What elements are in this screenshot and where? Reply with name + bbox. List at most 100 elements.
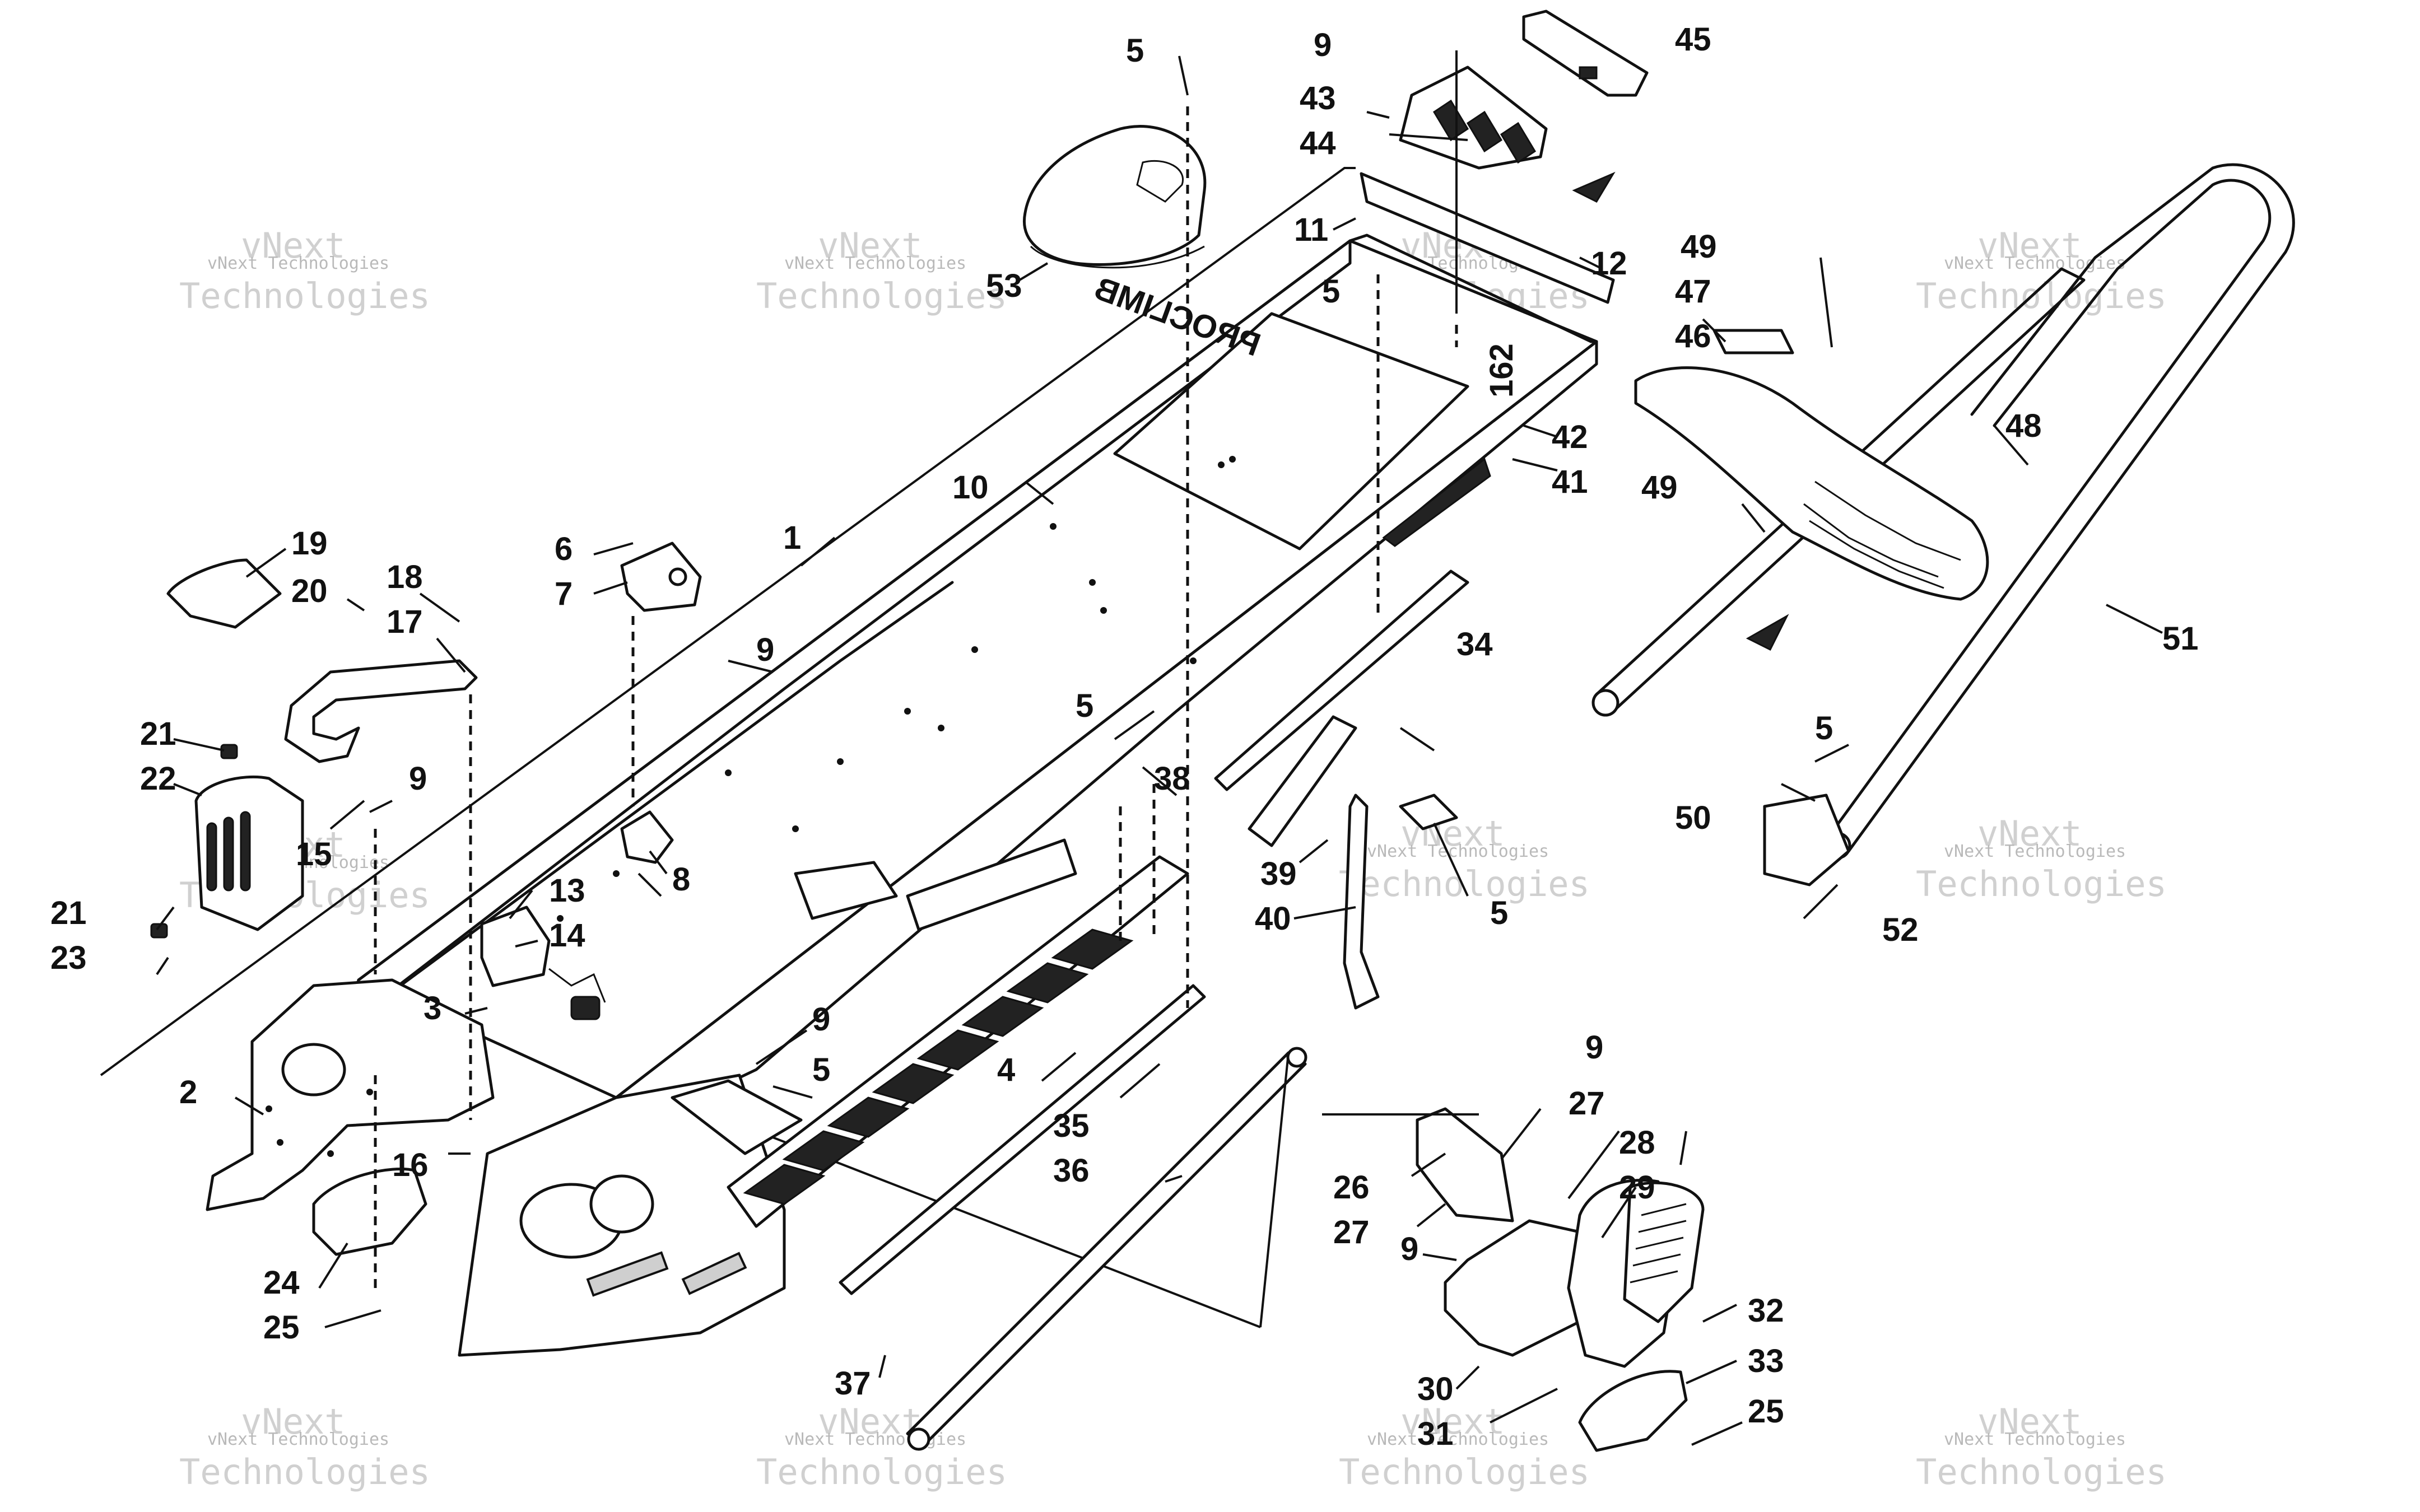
callout-9: 9 bbox=[1400, 1231, 1418, 1267]
watermark: vNext vNext Technologies Technologies bbox=[179, 1401, 430, 1492]
shield-22-vents bbox=[206, 811, 251, 892]
callout-48: 48 bbox=[2005, 408, 2042, 444]
svg-text:vNext: vNext bbox=[1977, 813, 2082, 854]
callout-9: 9 bbox=[1585, 1029, 1603, 1066]
chassis-cutout-small bbox=[589, 1174, 654, 1234]
strap-40 bbox=[1343, 794, 1380, 1010]
callout-35: 35 bbox=[1053, 1108, 1090, 1144]
callout-24: 24 bbox=[263, 1264, 300, 1301]
svg-text:Technologies: Technologies bbox=[1916, 864, 2167, 904]
svg-text:Technologies: Technologies bbox=[179, 276, 430, 316]
panel-30 bbox=[1444, 1219, 1581, 1357]
callout-31: 31 bbox=[1417, 1416, 1454, 1452]
callout-45: 45 bbox=[1675, 21, 1711, 58]
tray-24 bbox=[312, 1168, 427, 1256]
tunnel-rivets bbox=[557, 456, 1236, 922]
panel-26 bbox=[1416, 1107, 1514, 1222]
bracket-5-right bbox=[1399, 794, 1458, 830]
svg-text:vNext Technologies: vNext Technologies bbox=[1944, 842, 2126, 861]
callout-3: 3 bbox=[424, 990, 441, 1026]
side-rail-36 bbox=[906, 1051, 1307, 1446]
seat-pad-patch bbox=[1136, 160, 1184, 203]
decal-47 bbox=[1712, 329, 1794, 354]
side-rail-35 bbox=[839, 984, 1206, 1295]
running-board-treads bbox=[743, 928, 1134, 1205]
bumper-tube-outer bbox=[1825, 179, 2272, 842]
callout-16: 16 bbox=[392, 1147, 429, 1183]
callout-46: 46 bbox=[1675, 318, 1711, 354]
svg-text:Technologies: Technologies bbox=[756, 1452, 1007, 1492]
tunnel-stripe-decal bbox=[1382, 458, 1491, 547]
watermark: vNext vNext Technologies Technologies bbox=[1339, 813, 1590, 904]
svg-text:vNext Technologies: vNext Technologies bbox=[207, 254, 389, 273]
running-board bbox=[727, 855, 1189, 1228]
callout-36: 36 bbox=[1053, 1152, 1090, 1189]
callout-26: 26 bbox=[1333, 1169, 1370, 1206]
svg-text:vNext: vNext bbox=[1977, 1401, 2082, 1442]
svg-text:Technologies: Technologies bbox=[1339, 1452, 1590, 1492]
bracket-50 bbox=[1763, 794, 1850, 886]
chassis-slot bbox=[586, 1251, 669, 1297]
callout-37: 37 bbox=[835, 1365, 871, 1402]
callout-1: 1 bbox=[783, 520, 801, 556]
callout-43: 43 bbox=[1300, 80, 1336, 116]
tunnel-assembly: PROCLIMB 162 bbox=[100, 167, 1598, 1328]
module-14-wire bbox=[548, 968, 606, 1003]
callout-38: 38 bbox=[1154, 760, 1190, 797]
callout-40: 40 bbox=[1255, 900, 1291, 937]
direction-arrow bbox=[1572, 171, 1616, 203]
callout-25: 25 bbox=[1748, 1393, 1784, 1430]
svg-text:Technologies: Technologies bbox=[1916, 1452, 2167, 1492]
svg-text:vNext Technologies: vNext Technologies bbox=[207, 1430, 389, 1449]
strap-17 bbox=[284, 659, 478, 763]
callout-21: 21 bbox=[50, 895, 87, 931]
callout-9: 9 bbox=[409, 760, 427, 797]
callout-5: 5 bbox=[1815, 710, 1833, 746]
callout-49: 49 bbox=[1681, 228, 1717, 265]
center-console-bracket bbox=[794, 861, 898, 920]
watermark: vNext vNext Technologies Technologies bbox=[1916, 225, 2167, 316]
callout-5: 5 bbox=[1126, 32, 1144, 69]
callout-52: 52 bbox=[1882, 912, 1919, 948]
callout-9: 9 bbox=[812, 1001, 830, 1038]
rear-rail-34 bbox=[1214, 570, 1469, 791]
front-bulkhead-plate bbox=[206, 978, 495, 1211]
callout-4: 4 bbox=[997, 1052, 1015, 1088]
svg-text:Technologies: Technologies bbox=[1916, 276, 2167, 316]
front-bulkhead bbox=[206, 978, 495, 1211]
chassis-slot bbox=[681, 1252, 747, 1295]
tunnel-number-decal: 162 bbox=[1483, 343, 1520, 398]
rail-34 bbox=[1214, 570, 1469, 791]
callout-6: 6 bbox=[555, 531, 573, 567]
callout-41: 41 bbox=[1552, 464, 1588, 500]
callout-12: 12 bbox=[1591, 245, 1627, 282]
leader-lines bbox=[156, 50, 2163, 1446]
callout-9: 9 bbox=[1314, 27, 1332, 63]
center-support-plate bbox=[906, 838, 1077, 931]
callout-27: 27 bbox=[1569, 1085, 1605, 1122]
callout-39: 39 bbox=[1260, 856, 1297, 892]
callout-5: 5 bbox=[1490, 895, 1508, 931]
callout-23: 23 bbox=[50, 940, 87, 976]
seat-pad-body bbox=[1023, 125, 1207, 267]
bracket-39 bbox=[1248, 715, 1357, 847]
seat-pad bbox=[1023, 125, 1207, 269]
svg-text:vNext: vNext bbox=[241, 1401, 346, 1442]
watermark: vNext vNext Technologies Technologies bbox=[1916, 1401, 2167, 1492]
svg-text:vNext Technologies: vNext Technologies bbox=[1367, 1430, 1549, 1449]
callout-42: 42 bbox=[1552, 419, 1588, 455]
svg-text:vNext: vNext bbox=[1400, 1401, 1505, 1442]
callout-44: 44 bbox=[1300, 125, 1336, 161]
tunnel-logo-decal: PROCLIMB bbox=[1090, 270, 1265, 363]
callout-50: 50 bbox=[1675, 800, 1711, 836]
callout-10: 10 bbox=[952, 469, 989, 506]
flap-46 bbox=[1634, 366, 1989, 601]
watermark: vNext vNext Technologies Technologies bbox=[1916, 813, 2167, 904]
front-bulkhead-cutout bbox=[281, 1043, 346, 1096]
left-side-rail bbox=[346, 581, 954, 1026]
callout-21: 21 bbox=[140, 716, 176, 752]
callout-8: 8 bbox=[672, 861, 690, 898]
callout-22: 22 bbox=[140, 760, 176, 797]
callout-49: 49 bbox=[1641, 469, 1678, 506]
